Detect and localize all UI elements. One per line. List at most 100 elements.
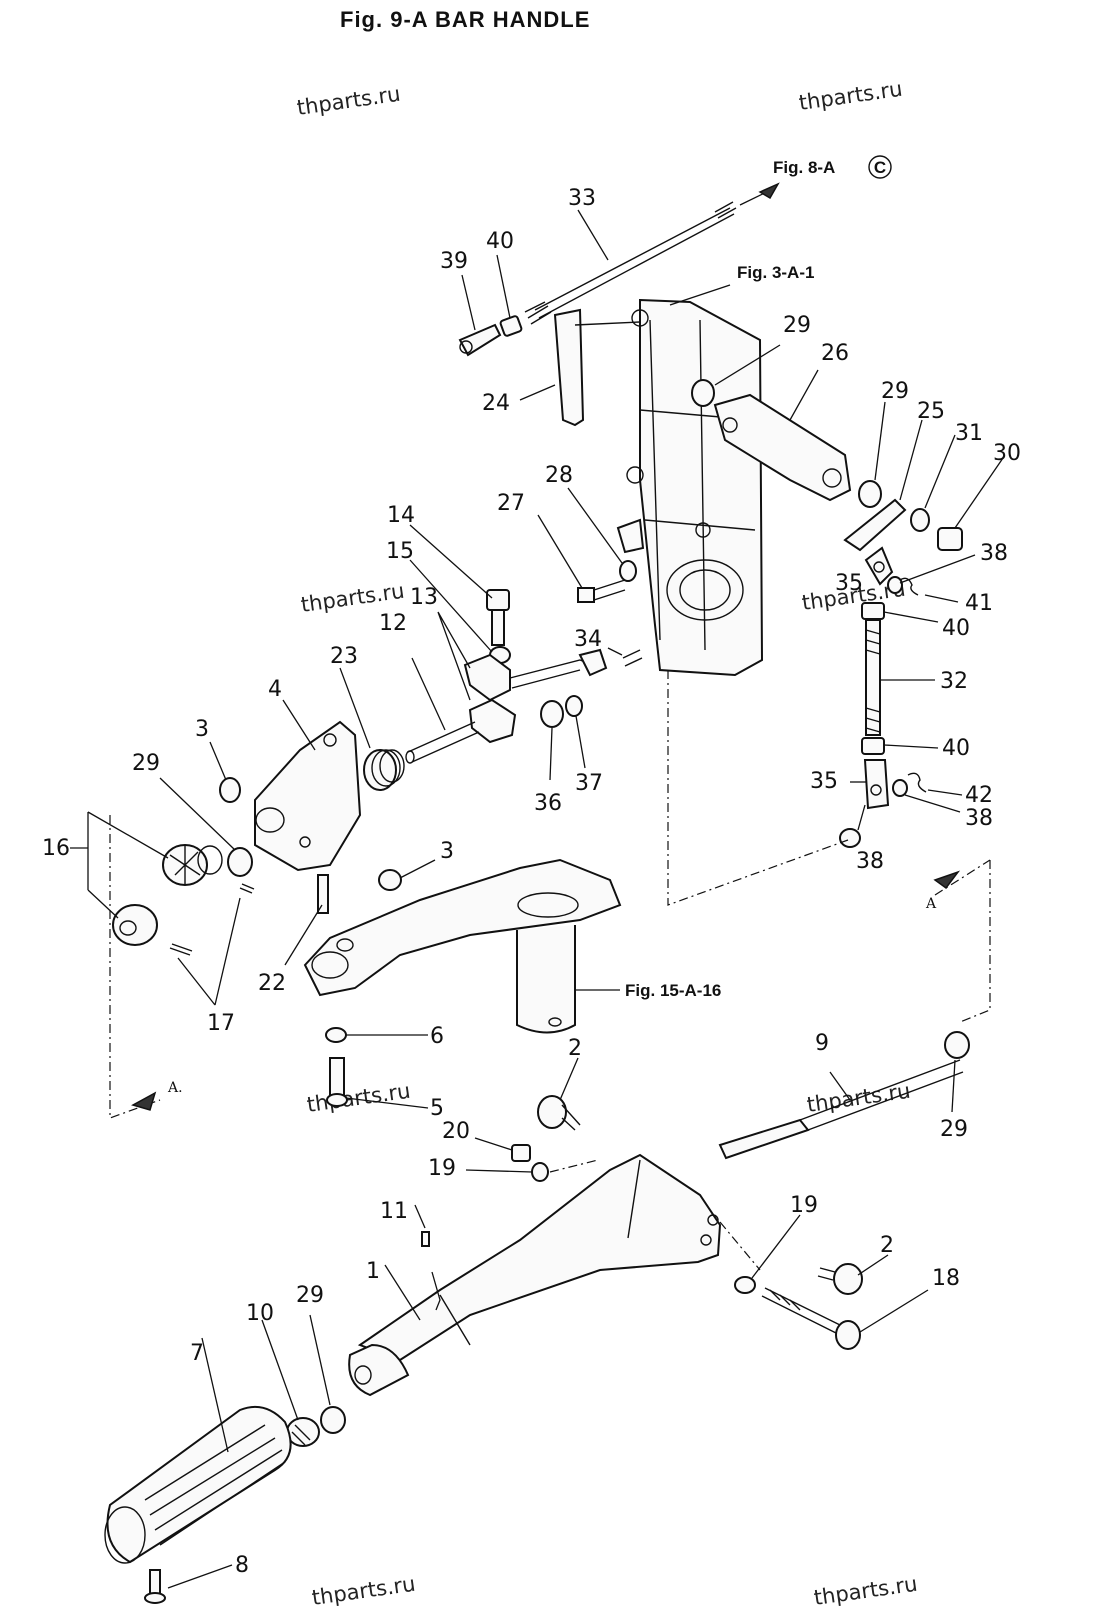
washer-part (839, 828, 861, 848)
throttle-rod-part (718, 1031, 970, 1160)
leader-1 (384, 1264, 421, 1321)
callout-14: 14 (387, 503, 415, 528)
leader-29-upper (714, 344, 781, 386)
leader-3-left (209, 741, 227, 781)
callout-2: 2 (880, 1233, 894, 1258)
spring-part (363, 749, 405, 791)
callout-13: 13 (410, 585, 438, 610)
callout-35: 35 (835, 571, 863, 596)
leader-16 (70, 811, 169, 919)
callout-32: 32 (940, 669, 968, 694)
leader-37 (575, 715, 586, 769)
callout-1: 1 (366, 1259, 380, 1284)
callout-25: 25 (917, 399, 945, 424)
callout-22: 22 (258, 971, 286, 996)
collar-part (858, 480, 882, 508)
callout-19: 19 (790, 1193, 818, 1218)
nut-part (511, 1144, 531, 1162)
collar-part (378, 869, 402, 891)
leader-40-mid (883, 611, 939, 623)
leader-19-left (465, 1169, 533, 1173)
leader-38-right (904, 794, 961, 813)
pin-part (239, 883, 255, 894)
callout-17: 17 (207, 1011, 235, 1036)
watermark: thparts.ru (305, 1079, 411, 1117)
lever-part (463, 648, 608, 702)
connection-line (934, 859, 991, 896)
housing-bracket-part (254, 720, 362, 872)
leader-3-right (399, 859, 436, 879)
handle-grip-part (104, 1406, 292, 1564)
long-bolt-part (761, 1287, 861, 1350)
leader-20 (474, 1137, 513, 1151)
connection-line (667, 670, 849, 906)
washer-part (619, 560, 637, 582)
callout-39: 39 (440, 249, 468, 274)
leader-13 (437, 611, 471, 701)
callout-19: 19 (428, 1156, 456, 1181)
leader-42 (927, 789, 963, 796)
leader-28 (567, 487, 623, 564)
callout-35: 35 (810, 769, 838, 794)
fig-3-a-1-reference: Fig. 3-A-1 (737, 263, 814, 282)
circle-c-letter: C (874, 158, 886, 177)
pin-part (169, 943, 193, 956)
adjusting-rod-part (865, 619, 881, 736)
nut-part (861, 737, 885, 755)
lever-part (468, 698, 517, 744)
callout-33: 33 (568, 186, 596, 211)
callout-9: 9 (815, 1031, 829, 1056)
bushing-part (286, 1417, 320, 1447)
leader-39 (461, 274, 476, 331)
marker-a-left: A. (167, 1080, 183, 1096)
callout-16: 16 (42, 836, 70, 861)
cotter-pin-part (899, 577, 919, 596)
cotter-pin-part (907, 772, 927, 793)
callout-8: 8 (235, 1553, 249, 1578)
callout-37: 37 (575, 771, 603, 796)
nut-part (499, 315, 523, 337)
leader-17 (177, 897, 241, 1006)
callout-34: 34 (574, 627, 602, 652)
callout-29: 29 (940, 1117, 968, 1142)
callout-27: 27 (497, 491, 525, 516)
rod-end-part (863, 759, 890, 810)
callout-29: 29 (881, 379, 909, 404)
stop-part (616, 518, 645, 554)
leader-25 (899, 419, 923, 501)
rod-end-part (458, 323, 502, 357)
callout-31: 31 (955, 421, 983, 446)
pin-part (317, 874, 329, 914)
diagram-title: Fig. 9-A BAR HANDLE (340, 7, 590, 32)
leader-8 (167, 1564, 233, 1589)
leader-24 (519, 384, 556, 401)
watermark: thparts.ru (812, 1572, 918, 1610)
shaft-part (405, 721, 480, 764)
callout-36: 36 (534, 791, 562, 816)
leader-2-top (559, 1057, 579, 1101)
callout-12: 12 (379, 611, 407, 636)
leader-10 (261, 1319, 299, 1421)
callout-28: 28 (545, 463, 573, 488)
callout-26: 26 (821, 341, 849, 366)
callout-29: 29 (783, 313, 811, 338)
leader-11 (414, 1204, 426, 1229)
link-part (843, 498, 907, 552)
leader-23 (339, 667, 371, 749)
nut-part (861, 602, 885, 620)
callout-3: 3 (440, 839, 454, 864)
leader-2-right (857, 1254, 889, 1276)
bolt-part (577, 579, 626, 603)
callout-23: 23 (330, 644, 358, 669)
washer-part (734, 1276, 756, 1294)
callout-30: 30 (993, 441, 1021, 466)
callout-3: 3 (195, 717, 209, 742)
washer-part (325, 1027, 347, 1043)
callout-29: 29 (132, 751, 160, 776)
callout-4: 4 (268, 677, 282, 702)
connection-line (109, 815, 161, 1119)
leader-36 (549, 727, 553, 781)
callout-2: 2 (568, 1036, 582, 1061)
callout-42: 42 (965, 783, 993, 808)
